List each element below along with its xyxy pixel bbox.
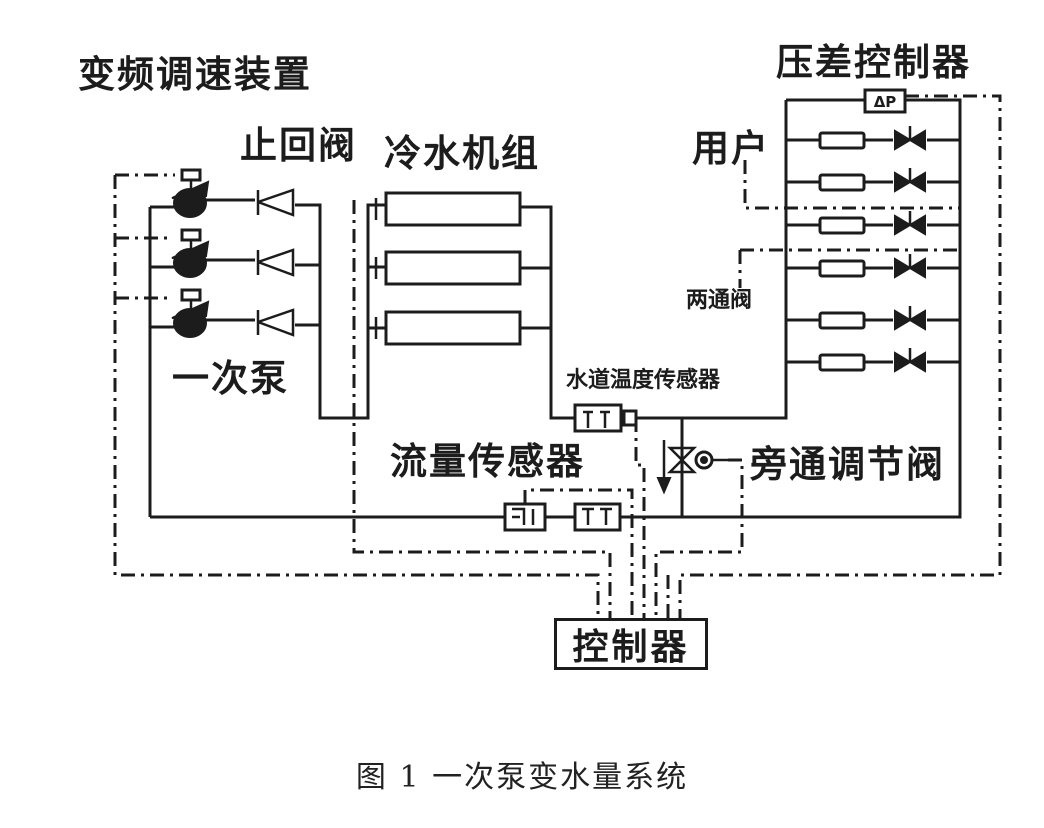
vfd-label: 变频调速装置 (78, 53, 312, 96)
two-way-valve-icon (894, 348, 926, 373)
chiller-units-label: 冷水机组 (384, 132, 540, 175)
check-valve-label: 止回阀 (240, 124, 357, 167)
controller-box: 控制器 (554, 618, 708, 670)
user-coil-icon (818, 353, 866, 372)
bypass-valve-label: 旁通调节阀 (750, 443, 945, 486)
user-coil-icon (818, 173, 866, 192)
pump-suction-branches (150, 205, 175, 329)
primary-pump-label: 一次泵 (172, 357, 289, 400)
chiller-outlet-header (520, 205, 575, 420)
check-valve-icon (256, 188, 295, 217)
pump-icon (171, 168, 210, 218)
bypass-valve-icon (656, 440, 728, 495)
check-valve-icon (256, 308, 295, 337)
two-way-valve-label: 两通阀 (686, 288, 753, 313)
flow-sensor-icon (503, 502, 547, 532)
flow-sensor-label: 流量传感器 (390, 440, 585, 483)
two-way-valve-icon (894, 211, 926, 236)
check-valve-icon (256, 248, 295, 277)
two-way-valve-icon (894, 168, 926, 193)
temperature-sensor-icon (573, 403, 638, 433)
water-temp-sensor-label: 水道温度传感器 (566, 368, 721, 393)
pump-to-chiller-pipe (295, 203, 386, 420)
chiller-unit (384, 310, 522, 346)
signal-lines (113, 94, 1002, 618)
controller-label: 控制器 (572, 627, 690, 668)
return-main-right (620, 98, 962, 519)
user-label: 用户 (692, 127, 770, 170)
dp-controller-label: 压差控制器 (776, 41, 971, 84)
user-coil-icon (818, 216, 866, 235)
pump-discharge-lines (205, 198, 255, 322)
user-branches (786, 138, 960, 364)
figure-caption: 图 1 一次泵变水量系统 (355, 760, 689, 795)
pump-icon (171, 288, 210, 338)
user-coil-icon (818, 259, 866, 278)
dp-controller-icon (863, 88, 907, 114)
user-coil-icon (818, 131, 866, 150)
chiller-unit (384, 191, 522, 227)
two-way-valve-icon (894, 306, 926, 331)
two-way-valve-icon (894, 254, 926, 279)
user-coil-icon (818, 311, 866, 330)
two-way-valve-icon (894, 126, 926, 151)
dp-symbol: ΔP (874, 93, 897, 111)
supply-main (621, 100, 788, 420)
flow-sensor-icon (573, 502, 622, 532)
pump-icon (171, 228, 210, 278)
chiller-unit (384, 250, 522, 286)
